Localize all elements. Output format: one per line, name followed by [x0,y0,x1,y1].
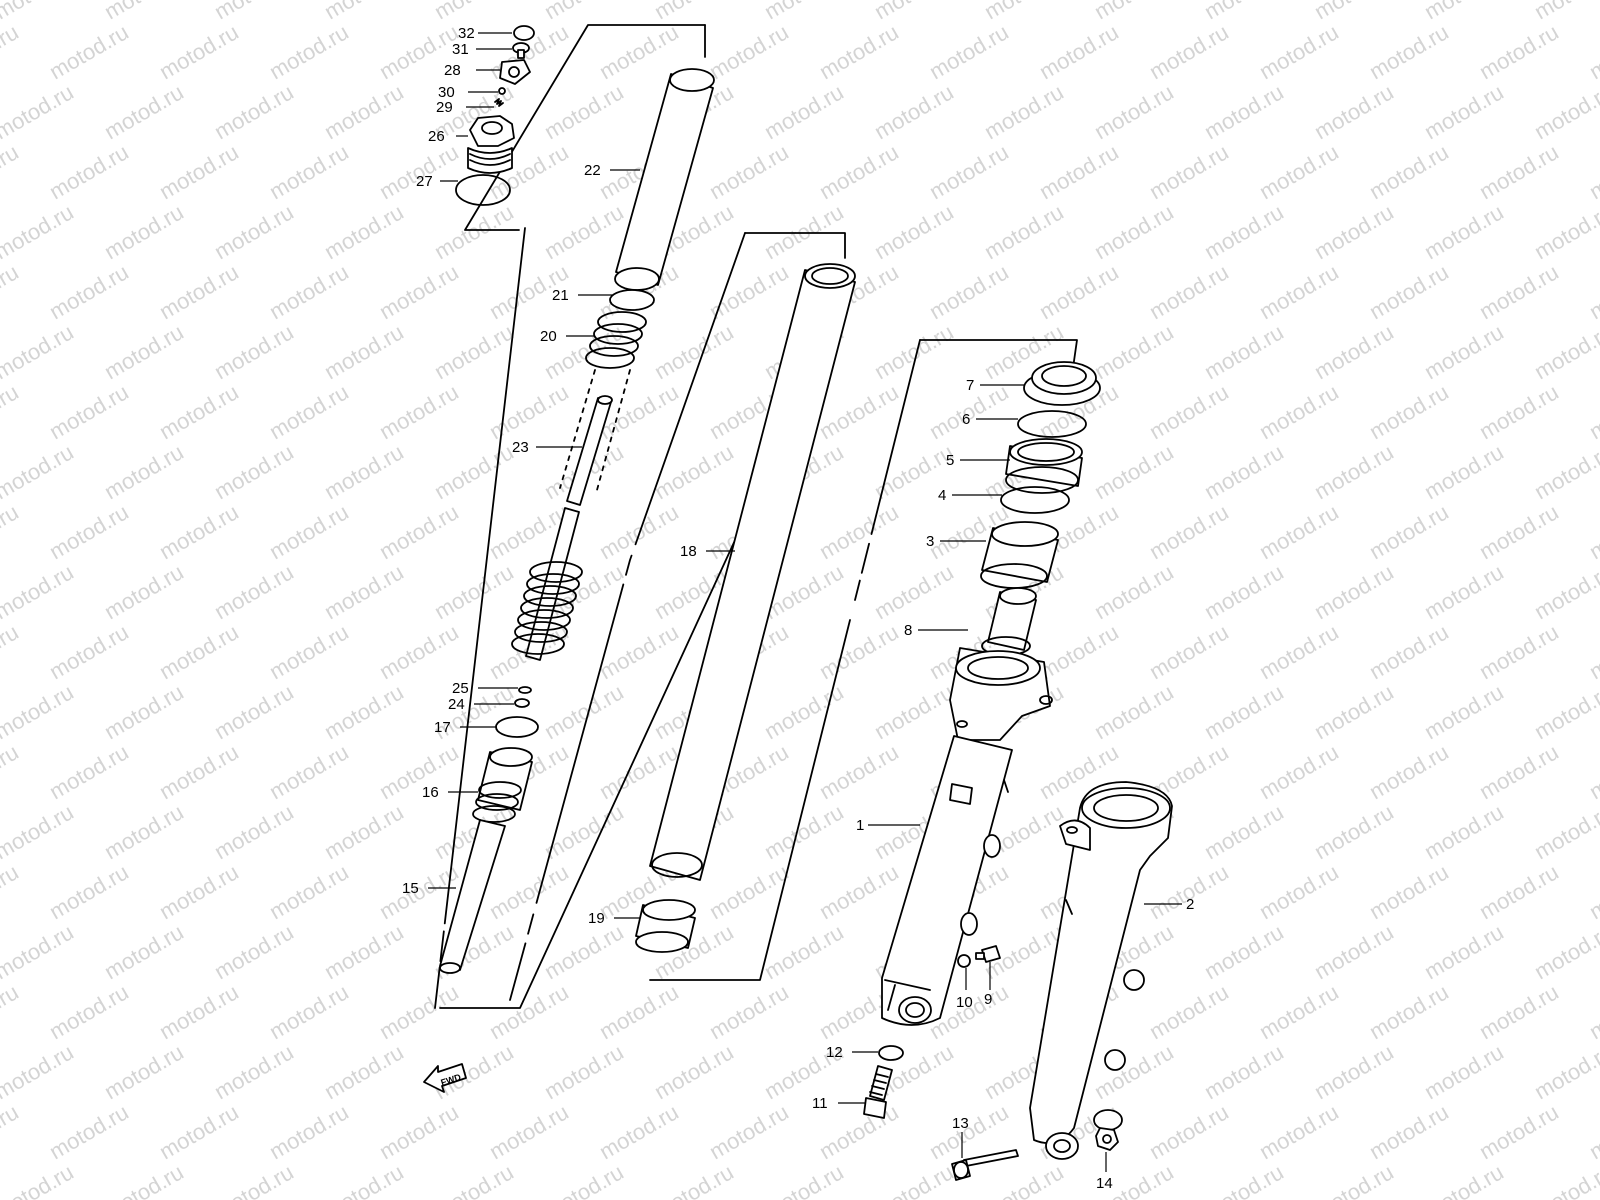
group-bracket-damper [464,24,706,231]
part-27-o-ring [455,174,511,206]
callout-3: 3 [926,533,934,550]
part-4-washer [1000,486,1070,514]
callout-1: 1 [856,817,864,834]
part-6-clip [1017,410,1087,438]
part-29-spring [494,98,504,107]
callout-21: 21 [552,287,569,304]
part-16-cylinder-top [472,747,533,823]
callout-26: 26 [428,128,445,145]
callout-30: 30 [438,84,455,101]
callout-9: 9 [984,991,992,1008]
part-14-nut [1095,1127,1119,1151]
part-8-oil-lock-piece [981,587,1037,656]
part-rebound-spring [511,561,583,655]
callout-14: 14 [1096,1175,1113,1192]
callout-13: 13 [952,1115,969,1132]
part-9-bleed-bolt [975,945,1001,963]
group-bracket-inner-tube-side [509,232,746,1001]
part-30-ball [498,87,506,95]
callout-8: 8 [904,622,912,639]
callout-11: 11 [812,1095,828,1112]
callout-23: 23 [512,439,529,456]
part-25-ring [518,686,532,694]
callout-4: 4 [938,487,946,504]
callout-6: 6 [962,411,970,428]
group-bracket-outer-tube-side [854,339,921,601]
callout-16: 16 [422,784,439,801]
part-21-washer [609,289,655,311]
callout-25: 25 [452,680,469,697]
part-23-damper-rod [525,395,613,661]
part-10-washer [957,954,971,968]
part-5-oil-seal [1005,438,1083,494]
callout-22: 22 [584,162,601,179]
part-2-outer-tube-right [1029,781,1173,1160]
group-bracket-inner-tube-base [649,619,851,981]
part-15-damper-cylinder [439,819,506,974]
callout-15: 15 [402,880,419,897]
part-20-fork-spring [559,311,647,491]
callout-labels: 32 31 28 30 29 26 27 22 21 20 23 25 24 1… [402,25,1194,1192]
callout-18: 18 [680,543,697,560]
callout-31: 31 [452,41,469,58]
part-31-screw [512,42,530,59]
callout-32: 32 [458,25,475,42]
part-13-axle-bolt [951,1149,1019,1181]
part-12-washer [878,1045,904,1061]
group-bracket-inner-tube [744,232,846,259]
callout-17: 17 [434,719,451,736]
callout-2: 2 [1186,896,1194,913]
callout-19: 19 [588,910,605,927]
leader-lines [428,32,1182,1172]
callout-20: 20 [540,328,557,345]
part-18-inner-tube [649,263,856,881]
part-3-guide-bushing [980,521,1059,589]
part-22-spacer-tube [614,68,715,291]
part-1-outer-tube-left [881,647,1053,1026]
callout-12: 12 [826,1044,843,1061]
callout-27: 27 [416,173,433,190]
callout-5: 5 [946,452,954,469]
callout-29: 29 [436,99,453,116]
callout-24: 24 [448,696,465,713]
callout-28: 28 [444,62,461,79]
part-11-allen-bolt [863,1065,893,1119]
part-17-piston-ring [495,716,539,738]
callout-10: 10 [956,994,973,1011]
part-24-washer [514,698,530,708]
callout-7: 7 [966,377,974,394]
part-32-cap [513,25,535,41]
part-19-bushing [635,899,696,953]
fwd-arrow-icon: FWD [423,1063,467,1093]
part-7-dust-seal [1023,361,1101,406]
part-26-cap-bolt [467,115,515,174]
group-bracket-damper-body [434,227,526,1009]
part-28-adjuster [499,59,531,85]
